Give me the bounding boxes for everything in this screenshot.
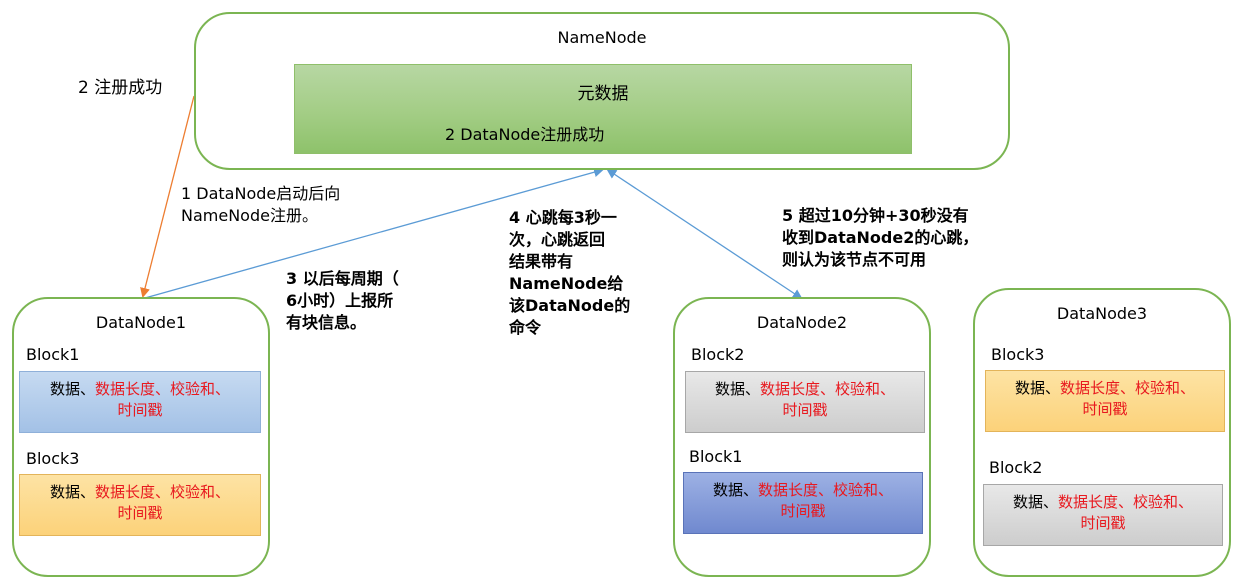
datanode2-block-label: Block1 — [689, 447, 743, 466]
datanode1-title: DataNode1 — [95, 313, 187, 332]
namenode-box: NameNode 元数据 2 DataNode注册成功 — [194, 12, 1010, 170]
datanode3-block-info: 数据、数据长度、校验和、 时间戳 — [983, 484, 1223, 546]
datanode1-block-info: 数据、数据长度、校验和、 时间戳 — [19, 474, 261, 536]
report-note: 3 以后每周期（ 6小时）上报所 有块信息。 — [286, 269, 399, 332]
metadata-box: 元数据 2 DataNode注册成功 — [294, 64, 912, 154]
datanode3-block-label: Block3 — [991, 345, 1045, 364]
metadata-title: 元数据 — [577, 84, 629, 104]
datanode2-title: DataNode2 — [756, 313, 848, 332]
register-success-note: 2 注册成功 — [78, 78, 163, 98]
datanode2-block-info: 数据、数据长度、校验和、 时间戳 — [685, 371, 925, 433]
datanode2-box: DataNode2 Block2 数据、数据长度、校验和、 时间戳 Block1… — [673, 297, 931, 577]
datanode1-box: DataNode1 Block1 数据、数据长度、校验和、 时间戳 Block3… — [12, 297, 270, 577]
report-arrow — [144, 167, 604, 299]
datanode3-title: DataNode3 — [1056, 304, 1148, 323]
namenode-title: NameNode — [557, 28, 647, 47]
datanode1-block-label: Block3 — [26, 449, 80, 468]
datanode2-block-info: 数据、数据长度、校验和、 时间戳 — [683, 472, 923, 534]
datanode3-box: DataNode3 Block3 数据、数据长度、校验和、 时间戳 Block2… — [973, 288, 1231, 577]
datanode2-block-label: Block2 — [691, 345, 745, 364]
timeout-note: 5 超过10分钟+30秒没有 收到DataNode2的心跳， 则认为该节点不可用 — [782, 206, 979, 269]
heartbeat-arrow — [606, 168, 803, 300]
heartbeat-note: 4 心跳每3秒一 次，心跳返回 结果带有 NameNode给 该DataNode… — [509, 208, 631, 337]
datanode3-block-info: 数据、数据长度、校验和、 时间戳 — [985, 370, 1225, 432]
register-arrow — [140, 95, 195, 298]
startup-note: 1 DataNode启动后向 NameNode注册。 — [181, 184, 341, 225]
datanode1-block-info: 数据、数据长度、校验和、 时间戳 — [19, 371, 261, 433]
metadata-subtitle: 2 DataNode注册成功 — [445, 125, 605, 144]
datanode1-block-label: Block1 — [26, 345, 80, 364]
datanode3-block-label: Block2 — [989, 458, 1043, 477]
